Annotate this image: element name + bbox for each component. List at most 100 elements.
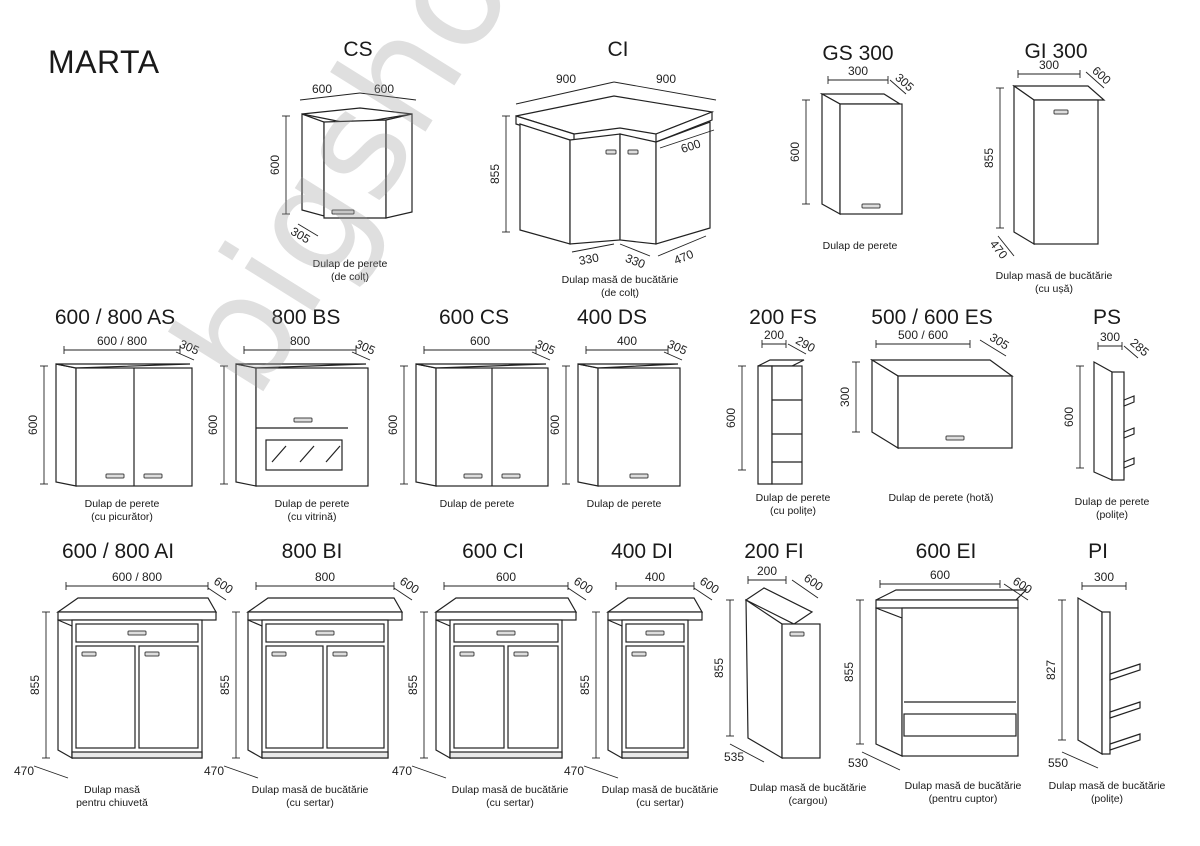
depth-dimension: 305 (892, 71, 917, 95)
height-dimension: 855 (488, 164, 502, 184)
depth-dimension: 305 (987, 330, 1012, 353)
glass-reflection (299, 445, 315, 463)
dimension-line (567, 587, 587, 601)
width-dimension: 500 / 600 (898, 328, 948, 342)
door-handle (127, 630, 147, 636)
door-handle (629, 473, 649, 479)
height-dimension: 855 (578, 675, 592, 695)
door-handle (81, 651, 97, 657)
side-panel (757, 365, 773, 485)
module-title-es: 500 / 600 ES (871, 306, 993, 329)
door-handle (271, 651, 287, 657)
caption-ds: Dulap de perete (586, 498, 662, 510)
depth-dimension: 470 (14, 764, 34, 778)
module-title-ai: 600 / 800 AI (61, 540, 175, 563)
depth-dimension: 600 (679, 136, 703, 156)
dimension-line (571, 243, 615, 253)
caption-gs300: Dulap de perete (822, 240, 898, 252)
dimension-line (861, 751, 901, 771)
dimension-line (393, 587, 413, 601)
dimension-line (613, 81, 717, 101)
brand-title: MARTA (48, 44, 160, 80)
width-dimension: 400 (645, 570, 665, 584)
worktop-edge (875, 599, 1019, 609)
dimension-line (1061, 751, 1099, 769)
caption-ci: Dulap masă de bucătărie(de colț) (561, 274, 679, 299)
front-panel (597, 367, 681, 487)
width-dimension: 800 (290, 334, 310, 348)
module-title-di: 400 DI (611, 540, 673, 563)
door-handle (1053, 109, 1069, 115)
side-panel (1013, 84, 1035, 246)
depth-dimension: 305 (288, 224, 313, 246)
height-dimension: 600 (268, 155, 282, 175)
caption-gi300: Dulap masă de bucătărie(cu ușă) (995, 270, 1113, 295)
open-frame (771, 365, 803, 485)
caption-bs: Dulap de perete(cu vitrină) (274, 498, 350, 523)
side-panel (247, 619, 263, 760)
module-title-fi: 200 FI (744, 540, 804, 563)
caption-cs: Dulap de perete(de colț) (312, 258, 388, 283)
dimension-line (657, 235, 707, 257)
module-title-ei: 600 EI (915, 540, 977, 563)
dimension-line (1085, 71, 1105, 89)
top-panel (415, 363, 547, 369)
height-dimension: 855 (712, 658, 726, 678)
door-handle (459, 651, 475, 657)
end-panel (1101, 611, 1111, 755)
width-dimension: 600 / 800 (112, 570, 162, 584)
width-dimension: 600 (470, 334, 490, 348)
height-dimension: 855 (406, 675, 420, 695)
worktop-edge (247, 611, 403, 621)
side-panel (435, 619, 451, 760)
height-dimension: 827 (1044, 660, 1058, 680)
worktop (875, 589, 1028, 601)
door-left (75, 645, 136, 749)
dimension-line (979, 339, 1007, 357)
top-panel (235, 363, 367, 369)
side-panel (655, 121, 711, 245)
depth-dimension: 470 (392, 764, 412, 778)
dimension-line (1123, 345, 1139, 359)
side-panel (235, 363, 257, 487)
worktop (606, 597, 704, 613)
dimension-line (531, 351, 551, 361)
door (625, 645, 685, 749)
dimension-line (359, 92, 417, 101)
caption-es: Dulap de perete (hotă) (888, 492, 994, 504)
round-shelf (1109, 733, 1141, 751)
module-title-ds: 400 DS (576, 306, 648, 329)
round-shelf (1123, 427, 1135, 439)
module-title-ci600: 600 CI (462, 540, 524, 563)
worktop (246, 597, 404, 613)
caption-cs600: Dulap de perete (439, 498, 515, 510)
module-title-ps: PS (1092, 306, 1122, 329)
top-panel (55, 363, 191, 369)
dimension-line (619, 243, 651, 257)
dimension-line (223, 765, 259, 779)
door-handle (627, 149, 639, 155)
depth-dimension: 290 (793, 333, 818, 355)
height-dimension: 600 (1062, 407, 1076, 427)
door-handle (645, 630, 665, 636)
width-dimension: 200 (757, 564, 777, 578)
door (839, 103, 903, 215)
module-title-gi300: GI 300 (1024, 40, 1088, 63)
door-handle (513, 651, 529, 657)
dimension-line (411, 765, 447, 779)
worktop-edge (655, 111, 713, 143)
depth-dimension: 600 (697, 574, 722, 597)
dimension-line (889, 79, 907, 95)
depth-dimension: 285 (1127, 336, 1152, 360)
height-dimension: 855 (982, 148, 996, 168)
